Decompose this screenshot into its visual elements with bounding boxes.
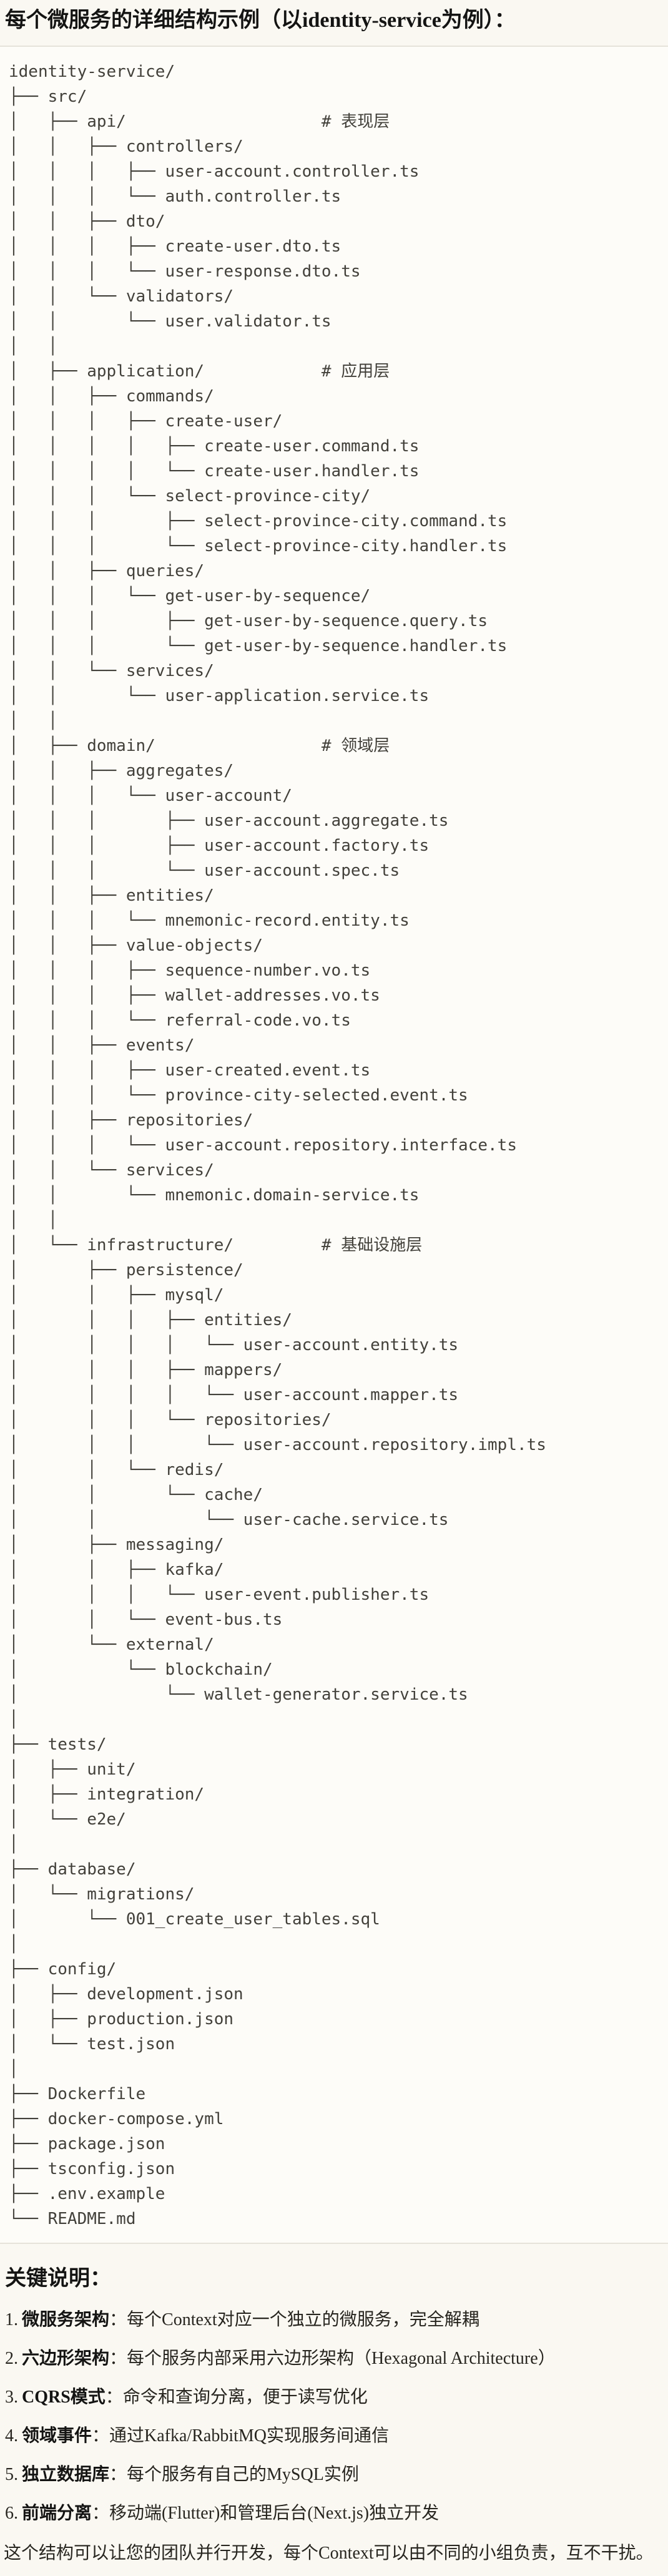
note-list-item: 5.独立数据库：每个服务有自己的MySQL实例 (5, 2464, 662, 2486)
note-item-text: 每个Context对应一个独立的微服务，完全解耦 (127, 2309, 479, 2329)
note-list-item: 1.微服务架构：每个Context对应一个独立的微服务，完全解耦 (5, 2309, 662, 2331)
notes-heading: 关键说明： (5, 2266, 111, 2290)
note-item-number: 2. (5, 2348, 18, 2368)
note-item-text: 通过Kafka/RabbitMQ实现服务间通信 (109, 2426, 389, 2446)
note-item-label: 六边形架构 (22, 2348, 110, 2368)
note-item-colon: ： (109, 2309, 127, 2329)
notes-section: 关键说明： 1.微服务架构：每个Context对应一个独立的微服务，完全解耦 2… (0, 2266, 668, 2565)
note-item-label: CQRS模式 (22, 2387, 106, 2407)
note-item-colon: ： (105, 2387, 123, 2407)
note-item-number: 6. (5, 2503, 18, 2523)
note-item-label: 独立数据库 (22, 2464, 110, 2484)
note-item-text: 每个服务内部采用六边形架构（Hexagonal Architecture） (127, 2348, 556, 2368)
note-item-number: 3. (5, 2387, 18, 2407)
note-item-colon: ： (109, 2464, 127, 2484)
note-item-number: 5. (5, 2464, 18, 2484)
note-list-item: 2.六边形架构：每个服务内部采用六边形架构（Hexagonal Architec… (5, 2348, 662, 2370)
code-block: identity-service/ ├── src/ │ ├── api/ # … (0, 45, 668, 2244)
note-item-number: 1. (5, 2309, 18, 2329)
note-list-item: 4.领域事件：通过Kafka/RabbitMQ实现服务间通信 (5, 2425, 662, 2447)
note-item-text: 移动端(Flutter)和管理后台(Next.js)独立开发 (109, 2503, 440, 2523)
note-item-number: 4. (5, 2426, 18, 2446)
note-item-label: 领域事件 (22, 2426, 92, 2446)
note-item-colon: ： (92, 2503, 110, 2523)
page-title: 每个微服务的详细结构示例（以identity-service为例）： (5, 9, 516, 32)
note-item-label: 前端分离 (22, 2503, 92, 2523)
note-item-colon: ： (92, 2426, 110, 2446)
notes-list: 1.微服务架构：每个Context对应一个独立的微服务，完全解耦 2.六边形架构… (4, 2309, 662, 2525)
note-item-colon: ： (109, 2348, 127, 2368)
note-list-item: 6.前端分离：移动端(Flutter)和管理后台(Next.js)独立开发 (5, 2502, 662, 2525)
notes-footer: 这个结构可以让您的团队并行开发，每个Context可以由不同的小组负责，互不干扰… (4, 2543, 654, 2563)
note-list-item: 3.CQRS模式：命令和查询分离，便于读写优化 (5, 2386, 662, 2409)
directory-tree: identity-service/ ├── src/ │ ├── api/ # … (9, 62, 546, 2228)
note-item-text: 每个服务有自己的MySQL实例 (127, 2464, 359, 2484)
note-item-text: 命令和查询分离，便于读写优化 (122, 2387, 368, 2407)
note-item-label: 微服务架构 (22, 2309, 110, 2329)
